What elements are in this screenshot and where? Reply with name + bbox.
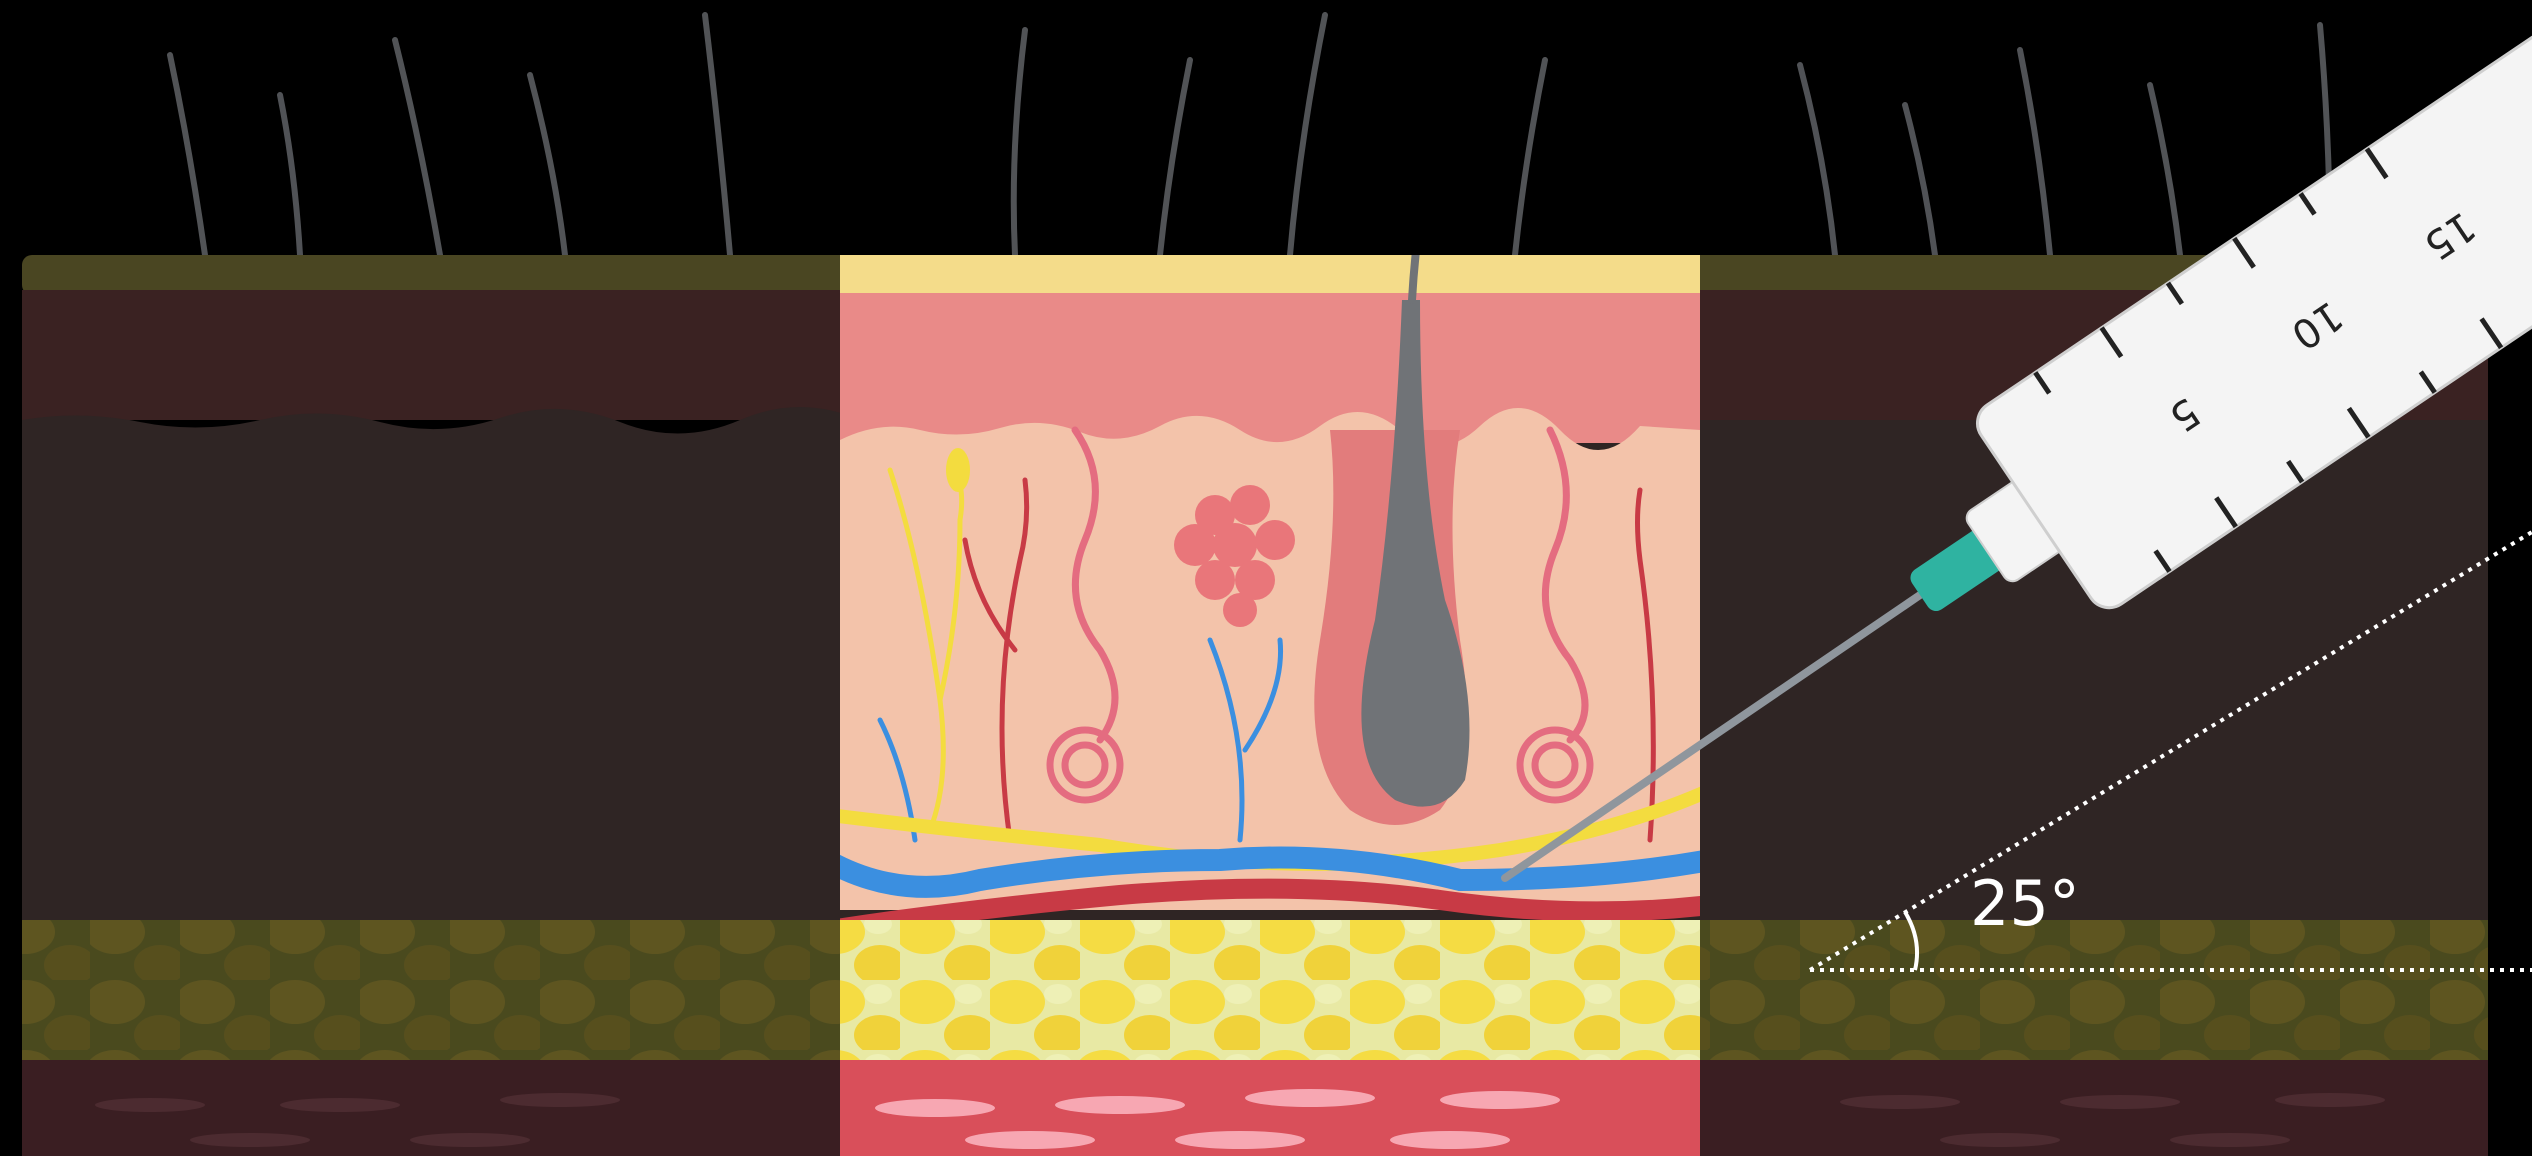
nerve-ending	[946, 448, 970, 492]
subcutaneous-fat	[840, 920, 1700, 1070]
dermis-layer	[840, 293, 1700, 443]
angle-label: 25°	[1970, 867, 2080, 940]
hair-strands	[170, 15, 2330, 255]
skin-cross-section	[830, 30, 1710, 1156]
epidermis-layer	[840, 255, 1700, 295]
